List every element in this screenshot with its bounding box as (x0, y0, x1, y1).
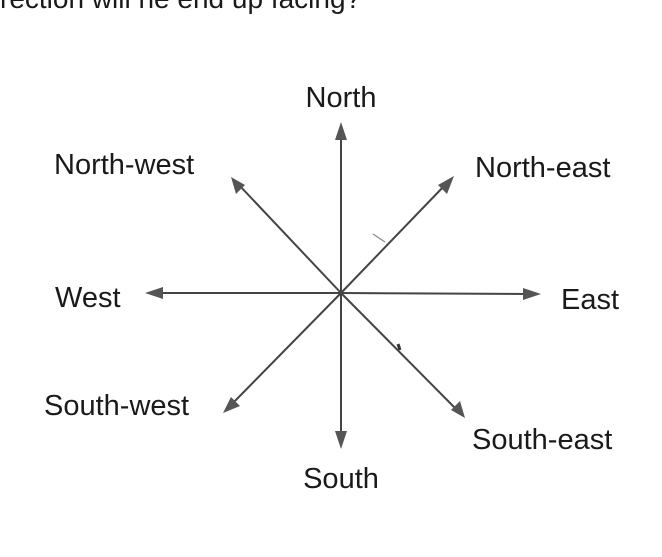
label-west: West (55, 282, 121, 314)
pencil-mark (372, 233, 386, 243)
label-north-east: North-east (475, 152, 610, 184)
arrow-south-west (223, 292, 342, 413)
label-south-west: South-west (44, 390, 189, 422)
label-north-west: North-west (54, 149, 194, 181)
label-east: East (561, 284, 619, 316)
arrow-north-west (231, 177, 342, 294)
arrow-west (145, 287, 341, 299)
arrow-east (340, 288, 541, 300)
label-south: South (303, 463, 379, 495)
label-south-east: South-east (472, 424, 612, 456)
question-text-fragment: rection will he end up facing? (0, 0, 361, 15)
pencil-mark (396, 343, 402, 351)
arrow-south-east (340, 292, 465, 418)
arrow-north (335, 122, 347, 293)
arrow-south (335, 293, 347, 449)
label-north: North (306, 82, 377, 114)
arrow-north-east (340, 176, 454, 294)
